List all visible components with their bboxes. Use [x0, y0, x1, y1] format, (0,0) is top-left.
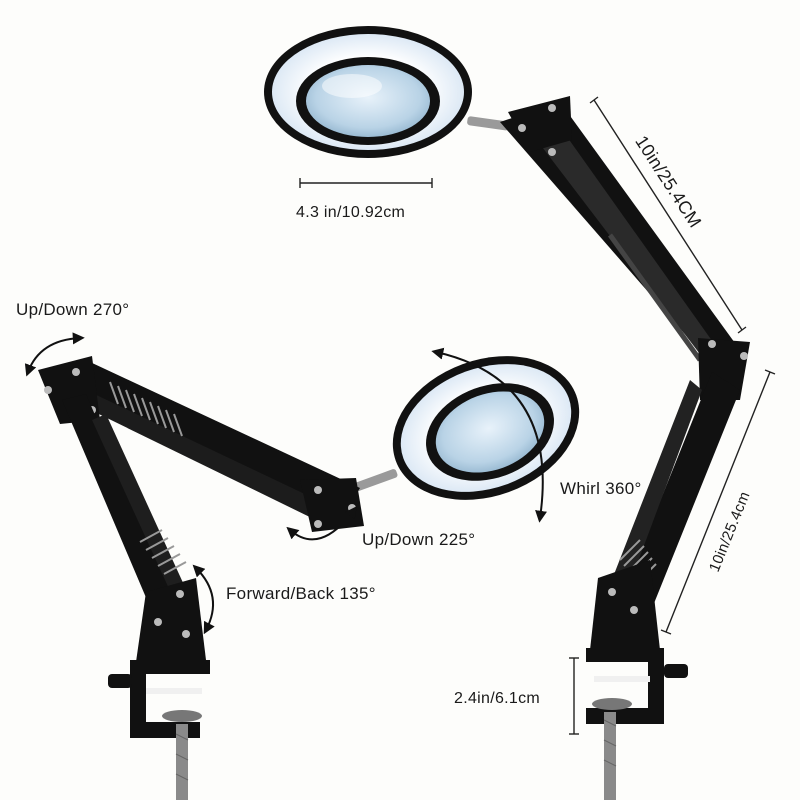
left-lamp: [38, 356, 580, 800]
head-rotation-label: Up/Down 225°: [362, 530, 476, 549]
upper-arm-line: [593, 99, 743, 331]
right-lamp-head: [264, 26, 472, 158]
clamp-opening-label: 2.4in/6.1cm: [454, 690, 541, 707]
head-diameter-label: 4.3 in/10.92cm: [296, 204, 406, 221]
base-joint-rotation-arrow: [192, 564, 215, 635]
dimension-lines: [299, 96, 776, 735]
top-joint-rotation-arrow: [24, 332, 85, 377]
whirl-rotation-arrow: [431, 347, 547, 523]
base-joint-rotation-label: Forward/Back 135°: [226, 584, 376, 603]
top-joint-rotation-label: Up/Down 270°: [16, 300, 130, 319]
right-lamp: [264, 26, 750, 800]
lower-arm-line: [665, 371, 771, 633]
whirl-rotation-label: Whirl 360°: [560, 479, 642, 498]
head-rotation-arrow: [286, 506, 357, 541]
